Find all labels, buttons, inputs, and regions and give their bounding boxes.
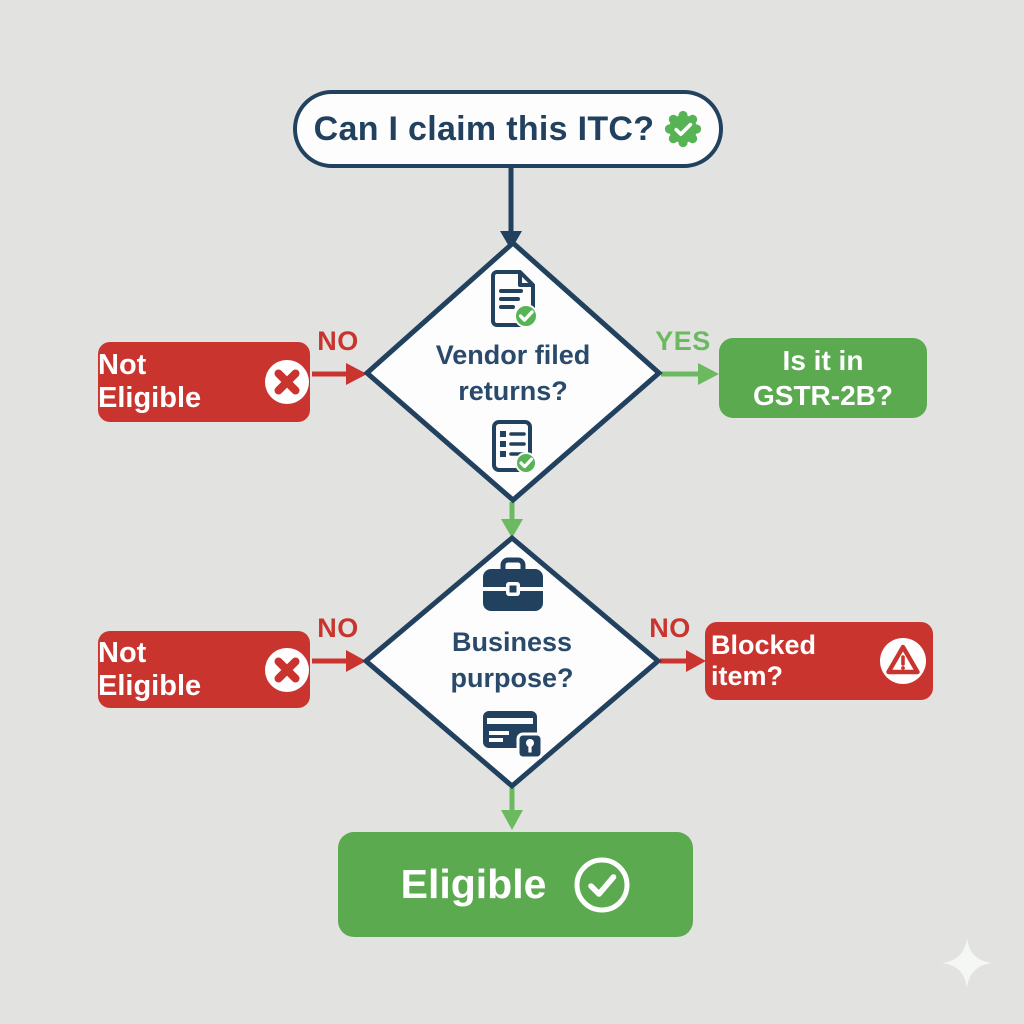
not-eligible-bottom-label: Not Eligible	[98, 636, 202, 702]
blocked-item-node: Blocked item?	[705, 622, 933, 700]
x-circle-icon	[264, 647, 310, 693]
blocked-item-label: Blocked item?	[711, 630, 817, 691]
arrowhead-down-green	[501, 519, 523, 538]
arrowhead-right-green	[698, 363, 719, 385]
decision1-diamond-shape	[363, 239, 663, 504]
gstr2b-label: Is it in GSTR-2B?	[753, 345, 893, 411]
x-circle-icon	[264, 359, 310, 405]
not-eligible-top-label: Not Eligible	[98, 349, 202, 414]
arrowhead-down-green	[501, 810, 523, 830]
not-eligible-bottom-node: Not Eligible	[98, 631, 310, 708]
gstr2b-node: Is it in GSTR-2B?	[719, 338, 927, 418]
decision2-label: Business purpose?	[450, 627, 574, 693]
warning-circle-icon	[879, 637, 927, 685]
arrowhead-right-red	[686, 650, 706, 672]
verified-seal-check-icon	[664, 110, 702, 148]
eligible-label: Eligible	[400, 861, 547, 907]
edge-label-decision1-no: NO	[317, 326, 359, 356]
document-check-icon	[487, 269, 539, 329]
start-node: Can I claim this ITC?	[293, 90, 723, 168]
edge-label-decision1-yes: YES	[655, 326, 711, 356]
arrowhead-down-navy	[500, 231, 522, 250]
arrowhead-right-red	[346, 650, 366, 672]
checklist-check-icon	[488, 419, 538, 477]
eligible-node: Eligible	[338, 832, 693, 937]
check-circle-icon	[574, 857, 630, 913]
briefcase-icon	[481, 557, 545, 615]
not-eligible-top-node: Not Eligible	[98, 342, 310, 422]
decision2-diamond-shape	[362, 534, 662, 790]
credit-card-lock-icon	[482, 707, 546, 761]
decision1-label: Vendor filed returns?	[435, 340, 591, 406]
arrowhead-right-red	[346, 363, 367, 385]
edge-label-decision2-no-right: NO	[649, 613, 691, 643]
sparkle-icon	[941, 937, 993, 989]
start-node-label: Can I claim this ITC?	[313, 109, 655, 148]
edge-label-decision2-no-left: NO	[317, 613, 359, 643]
